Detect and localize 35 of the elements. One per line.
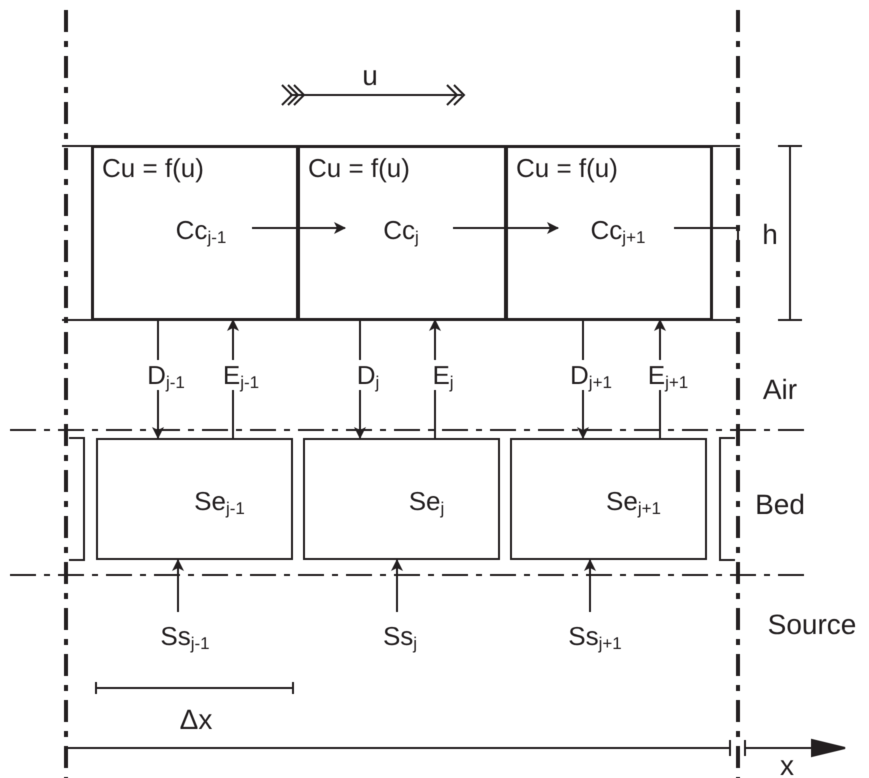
variable-label: Se$_{j+1}$	[606, 485, 661, 517]
variable-label: Cc$_{j}$	[347, 206, 455, 254]
variable-label: Cc$_{j-1}$	[148, 206, 254, 254]
air-cell-box	[298, 146, 506, 320]
cell-heading: Cu = f(u)	[516, 152, 618, 184]
air-cell-box	[92, 146, 298, 320]
variable-label: Se$_{j-1}$	[194, 485, 245, 517]
text-label: Source	[768, 609, 856, 641]
edge-label: E$_{j}$	[431, 360, 455, 390]
text-label: Δx	[180, 704, 212, 736]
arrow	[252, 222, 346, 234]
variable-label: Se$_{j}$	[408, 485, 444, 517]
edge-label: D$_{j-1}$	[146, 360, 186, 390]
cell-heading: Cu = f(u)	[308, 152, 410, 184]
variable-label: Cc$_{j+1}$	[560, 206, 676, 254]
arrow	[453, 222, 559, 234]
bed-cell-box	[510, 438, 707, 560]
text-label: u	[362, 60, 378, 92]
text-label: x	[780, 750, 794, 778]
edge-label: D$_{j+1}$	[569, 360, 613, 390]
text-label: Bed	[755, 489, 805, 521]
bed-cell-box	[303, 438, 500, 560]
arrow	[172, 559, 184, 612]
text-label: h	[762, 219, 778, 251]
variable-label: Ss$_{j}$	[360, 612, 440, 660]
edge-label: E$_{j+1}$	[646, 360, 690, 390]
variable-label: Ss$_{j-1}$	[140, 612, 230, 660]
arrow	[584, 559, 596, 612]
variable-label: Ss$_{j+1}$	[550, 612, 640, 660]
arrow	[391, 559, 403, 612]
cell-heading: Cu = f(u)	[102, 152, 204, 184]
edge-label: D$_{j}$	[356, 360, 380, 390]
text-label: Air	[762, 374, 798, 406]
bed-cell-box	[96, 438, 293, 560]
air-cell-box	[506, 146, 712, 320]
